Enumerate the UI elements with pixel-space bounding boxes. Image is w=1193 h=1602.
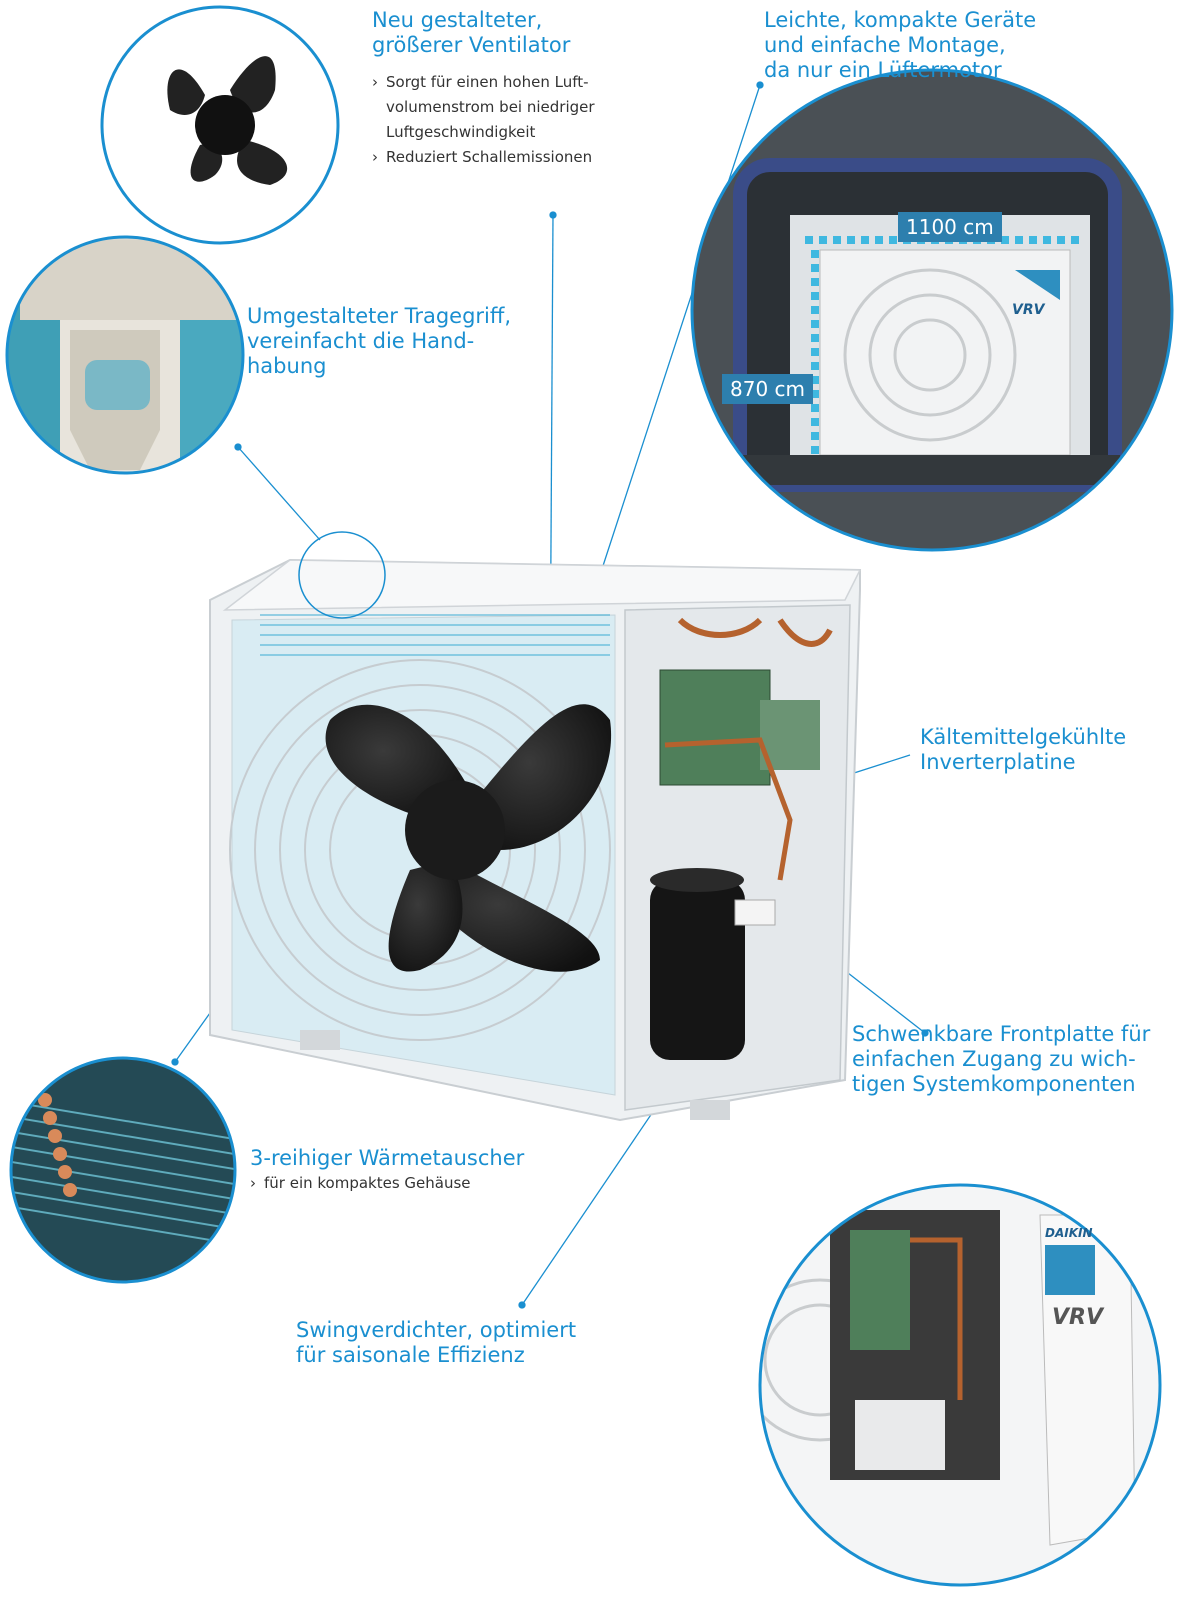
compressor (650, 868, 745, 1060)
callout-exchanger: 3-reihiger Wärmetauscher für ein kompakt… (250, 1146, 550, 1196)
callout-compressor: Swingverdichter, optimiert für saisonale… (296, 1318, 596, 1368)
callout-compact-title: Leichte, kompakte Geräte und einfache Mo… (764, 8, 1037, 82)
callout-fan-bullets: Sorgt für einen hohen Luft- volumenstrom… (372, 70, 642, 170)
width-dimension-label: 1100 cm (898, 212, 1002, 242)
fan-detail-circle (100, 5, 340, 245)
callout-fan: Neu gestalteter, größerer Ventilator Sor… (372, 8, 642, 170)
control-board (659, 617, 833, 881)
heat-exchanger-detail-circle (9, 1056, 237, 1284)
open-unit-product-logo: VRV (1052, 1305, 1103, 1330)
callout-panel: Schwenkbare Frontplatte für einfachen Zu… (852, 1022, 1182, 1097)
callout-fan-bullet: Reduziert Schallemissionen (372, 145, 642, 170)
callout-handle-title: Umgestalteter Tragegriff, vereinfacht di… (247, 304, 512, 378)
callout-fan-bullet: Sorgt für einen hohen Luft- volumenstrom… (372, 70, 642, 145)
van-brand-logo: VRV (1012, 302, 1045, 318)
callout-fan-title: Neu gestalteter, größerer Ventilator (372, 8, 571, 57)
fan-blades (325, 704, 612, 972)
outdoor-unit (209, 558, 862, 1122)
handle-highlight-circle (298, 531, 386, 619)
open-unit-brand-logo: DAIKIN (1045, 1226, 1093, 1240)
callout-handle: Umgestalteter Tragegriff, vereinfacht di… (247, 304, 537, 379)
callout-compact: Leichte, kompakte Geräte und einfache Mo… (764, 8, 1064, 83)
callout-panel-title: Schwenkbare Frontplatte für einfachen Zu… (852, 1022, 1151, 1096)
callout-exchanger-title: 3-reihiger Wärmetauscher (250, 1146, 525, 1170)
open-unit-detail-circle (758, 1183, 1162, 1587)
callout-inverter: Kältemittelgekühlte Inverterplatine (920, 725, 1170, 775)
callout-exchanger-bullets: für ein kompaktes Gehäuse (250, 1171, 550, 1196)
handle-detail-circle (5, 235, 245, 475)
callout-compressor-title: Swingverdichter, optimiert für saisonale… (296, 1318, 577, 1367)
height-dimension-label: 870 cm (722, 374, 814, 404)
callout-inverter-title: Kältemittelgekühlte Inverterplatine (920, 725, 1127, 774)
van-detail-circle (690, 68, 1174, 552)
callout-exchanger-bullet: für ein kompaktes Gehäuse (250, 1171, 550, 1196)
